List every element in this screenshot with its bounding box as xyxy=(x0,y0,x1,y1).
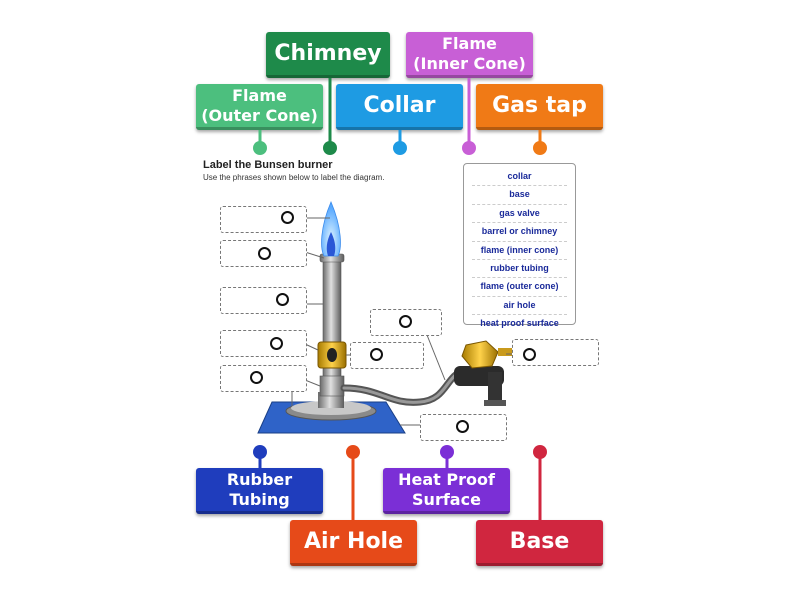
target-circle-base[interactable] xyxy=(250,371,263,384)
worksheet-subtitle: Use the phrases shown below to label the… xyxy=(203,173,385,182)
drop-zone-chimney[interactable] xyxy=(220,287,307,314)
drop-zone-flame-outer[interactable] xyxy=(220,206,307,233)
word-bank-item: flame (outer cone) xyxy=(472,278,567,297)
tile-heat-proof-surface[interactable]: Heat Proof Surface xyxy=(383,468,510,514)
tile-gas-tap[interactable]: Gas tap xyxy=(476,84,603,130)
tile-rubber-tubing[interactable]: Rubber Tubing xyxy=(196,468,323,514)
word-bank: collar base gas valve barrel or chimney … xyxy=(463,163,576,328)
target-circle-rubber-tubing[interactable] xyxy=(399,315,412,328)
target-circle-heat-proof[interactable] xyxy=(456,420,469,433)
word-bank-item: collar xyxy=(472,168,567,187)
target-circle-flame-outer[interactable] xyxy=(281,211,294,224)
target-circle-flame-inner[interactable] xyxy=(258,247,271,260)
tile-collar[interactable]: Collar xyxy=(336,84,463,130)
word-bank-item: air hole xyxy=(472,297,567,316)
word-bank-item: heat proof surface xyxy=(480,318,559,329)
tile-air-hole[interactable]: Air Hole xyxy=(290,520,417,566)
drop-zone-collar-left[interactable] xyxy=(220,330,307,357)
word-bank-item: barrel or chimney xyxy=(472,223,567,242)
worksheet-title: Label the Bunsen burner xyxy=(203,159,333,171)
word-bank-item: gas valve xyxy=(472,205,567,224)
drop-zone-air-hole[interactable] xyxy=(350,342,424,369)
target-circle-chimney[interactable] xyxy=(276,293,289,306)
drop-zone-base-left[interactable] xyxy=(220,365,307,392)
tile-base[interactable]: Base xyxy=(476,520,603,566)
word-bank-item: rubber tubing xyxy=(472,260,567,279)
target-circle-collar[interactable] xyxy=(270,337,283,350)
tile-flame-outer-cone[interactable]: Flame (Outer Cone) xyxy=(196,84,323,130)
word-bank-item: flame (inner cone) xyxy=(472,242,567,260)
tile-flame-inner-cone[interactable]: Flame (Inner Cone) xyxy=(406,32,533,78)
target-circle-gas-tap[interactable] xyxy=(523,348,536,361)
target-circle-air-hole[interactable] xyxy=(370,348,383,361)
tile-chimney[interactable]: Chimney xyxy=(266,32,390,78)
word-bank-item: base xyxy=(472,186,567,205)
